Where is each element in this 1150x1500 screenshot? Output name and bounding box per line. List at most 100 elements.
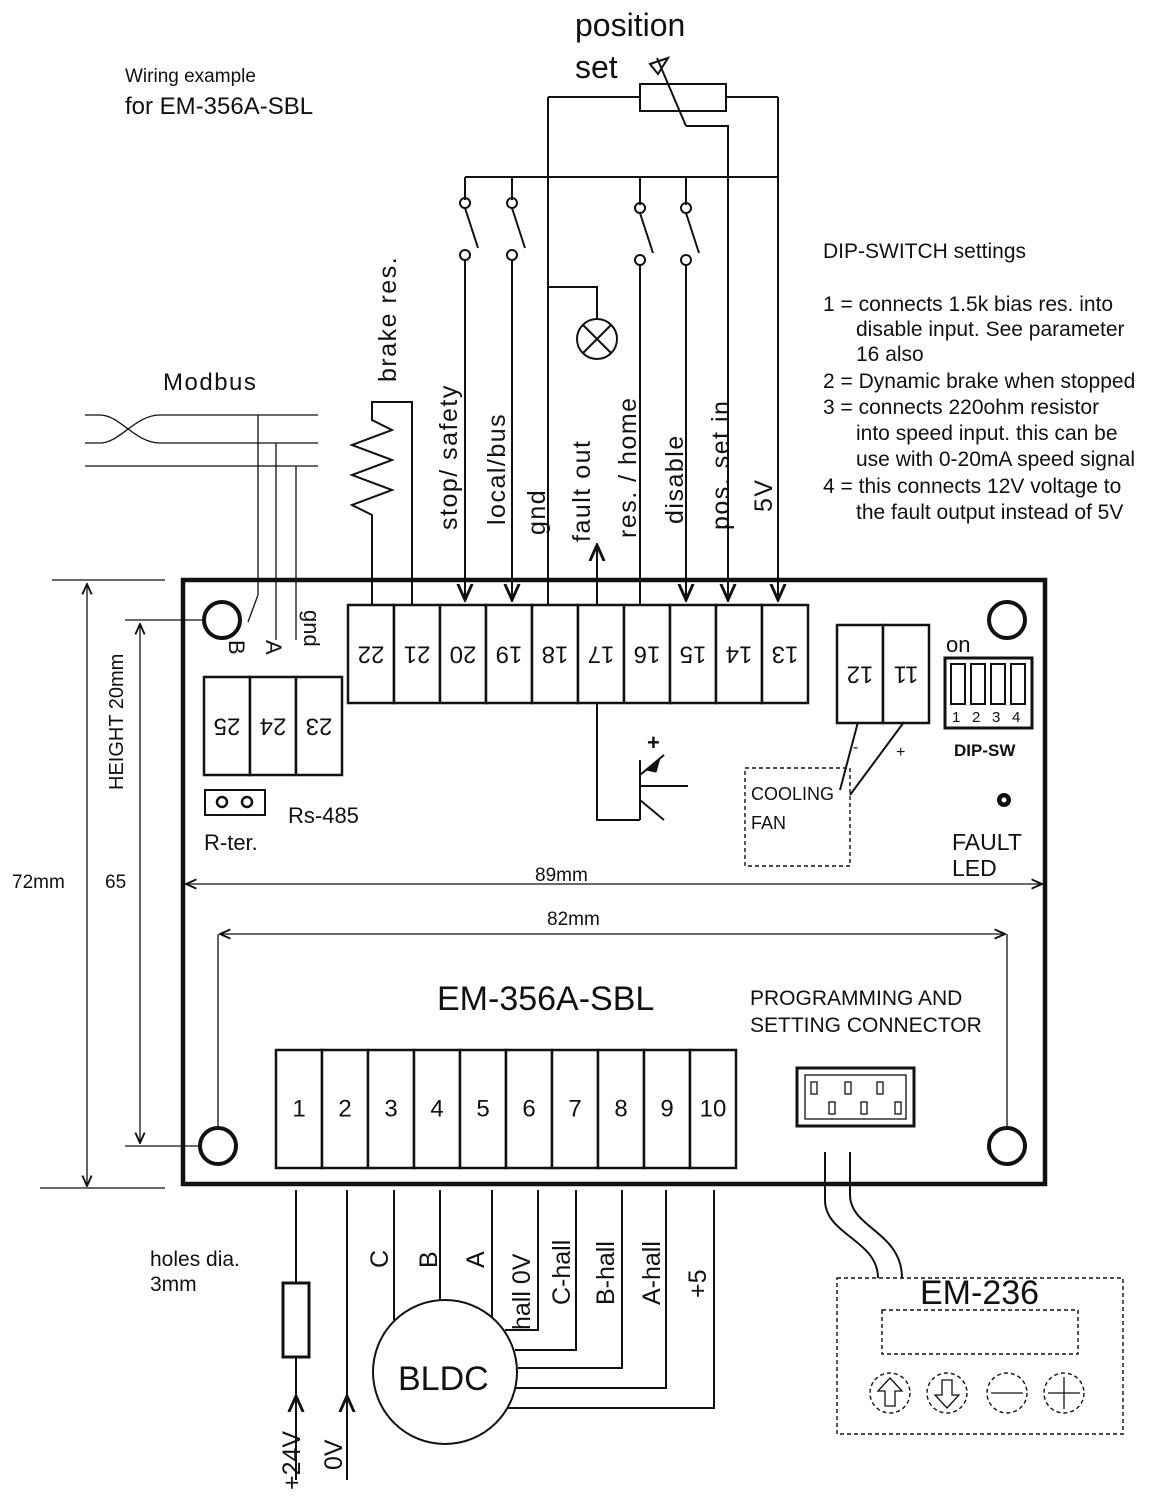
terminal-label-1: 1 xyxy=(292,1096,305,1123)
dimension-lines: 89mm 82mm 72mm 65 HEIGHT 20mm xyxy=(12,579,1042,1189)
terminal-label-18: 18 xyxy=(542,641,569,668)
panel-up-button-icon xyxy=(869,1372,911,1414)
fan-label-2: FAN xyxy=(751,813,786,833)
terminal-5: 5 xyxy=(458,1048,508,1170)
transistor-plus: + xyxy=(647,730,660,755)
terminal-label-4: 4 xyxy=(430,1096,443,1123)
fan-plus: + xyxy=(896,744,905,761)
terminal-3: 3 xyxy=(366,1048,416,1170)
terminal-25: 25 xyxy=(202,675,252,777)
potentiometer-symbol xyxy=(547,56,778,605)
panel-label: EM-236 xyxy=(920,1274,1039,1312)
terminal-20: 20 xyxy=(438,603,488,705)
bus-label-a: A xyxy=(261,640,286,655)
terminal-19: 19 xyxy=(484,603,534,705)
terminal-label-22: 22 xyxy=(358,641,385,668)
modbus-cable: Modbus xyxy=(85,369,318,640)
terminal-9: 9 xyxy=(642,1048,692,1170)
dip-setting-line-6: into speed input. this can be xyxy=(856,422,1118,445)
bottom-wire-label-c-hall: C-hall xyxy=(548,1240,576,1305)
model-label: EM-356A-SBL xyxy=(437,980,654,1018)
terminal-label-8: 8 xyxy=(614,1096,627,1123)
em-236-panel: EM-236 xyxy=(836,1274,1124,1435)
terminal-16: 16 xyxy=(622,603,672,705)
dip-lever-3 xyxy=(990,663,1006,705)
power-supply-wires xyxy=(281,1190,347,1480)
motor-wires xyxy=(393,1190,715,1409)
title-line-1: Wiring example xyxy=(125,66,256,87)
fan-minus: - xyxy=(853,739,858,756)
dip-lever-4 xyxy=(1010,663,1026,705)
terminal-18: 18 xyxy=(530,603,580,705)
dim-82mm: 82mm xyxy=(547,909,600,930)
terminal-label-19: 19 xyxy=(496,641,523,668)
brake-resistor-symbol xyxy=(349,401,413,605)
terminal-14: 14 xyxy=(714,603,764,705)
wire-label-fault-out: fault out xyxy=(568,440,596,542)
wire-label-5v: 5V xyxy=(750,478,778,512)
dip-setting-line-5: 3 = connects 220ohm resistor xyxy=(823,396,1099,419)
terminal-11: 11 xyxy=(881,623,931,725)
modbus-label: Modbus xyxy=(163,369,257,396)
r-ter-label: R-ter. xyxy=(204,830,258,855)
switch-bus xyxy=(460,176,778,605)
terminal-label-7: 7 xyxy=(568,1096,581,1123)
terminal-7: 7 xyxy=(550,1048,600,1170)
fault-led-label-1: FAULT xyxy=(952,829,1022,855)
fan-label-1: COOLING xyxy=(751,784,834,804)
prog-connector-label-2: SETTING CONNECTOR xyxy=(750,1014,982,1037)
programming-connector xyxy=(795,1066,916,1128)
terminal-8: 8 xyxy=(596,1048,646,1170)
terminal-label-13: 13 xyxy=(772,641,799,668)
terminal-2: 2 xyxy=(320,1048,370,1170)
dip-setting-line-8: 4 = this connects 12V voltage to xyxy=(823,475,1121,498)
terminal-label-20: 20 xyxy=(450,641,477,668)
dim-height-20mm: HEIGHT 20mm xyxy=(106,654,128,790)
dip-lever-2 xyxy=(970,663,986,705)
terminal-label-16: 16 xyxy=(634,641,661,668)
wire-label-local-bus: local/bus xyxy=(483,413,511,525)
bottom-wire-label-c: C xyxy=(366,1250,394,1268)
terminal-label-5: 5 xyxy=(476,1096,489,1123)
board-outline xyxy=(180,577,1048,1187)
dip-setting-line-1: 1 = connects 1.5k bias res. into xyxy=(823,293,1113,316)
bottom-wire-label-a-hall: A-hall xyxy=(638,1241,666,1305)
potentiometer-label-2: set xyxy=(575,49,618,85)
bottom-wire-label-b-hall: B-hall xyxy=(592,1241,620,1305)
fault-led: FAULT LED xyxy=(952,793,1022,881)
dip-setting-line-4: 2 = Dynamic brake when stopped xyxy=(823,370,1135,393)
bottom-wire-label-5v: +5 xyxy=(684,1269,712,1298)
title-line-2: for EM-356A-SBL xyxy=(125,93,313,120)
fault-lamp-icon xyxy=(548,286,618,605)
dim-89mm: 89mm xyxy=(535,865,588,886)
terminal-label-17: 17 xyxy=(588,641,615,668)
bus-label-gnd: gnd xyxy=(299,610,324,647)
dip-num-1: 1 xyxy=(952,709,960,726)
dip-num-3: 3 xyxy=(992,709,1000,726)
terminal-13: 13 xyxy=(760,603,810,705)
terminal-label-2: 2 xyxy=(338,1096,351,1123)
holes-label-1: holes dia. xyxy=(150,1248,240,1271)
terminal-label-10: 10 xyxy=(700,1096,727,1123)
prog-connector-label-1: PROGRAMMING AND xyxy=(750,987,962,1010)
terminal-label-15: 15 xyxy=(680,641,707,668)
terminal-4: 4 xyxy=(412,1048,462,1170)
wire-label-res-home: res. / home xyxy=(614,396,642,538)
fault-transistor-icon: + xyxy=(596,703,688,821)
wire-label-brake-res: brake res. xyxy=(374,256,402,382)
rs485-label: Rs-485 xyxy=(288,803,359,828)
terminal-17: 17 xyxy=(576,603,626,705)
panel-minus-button-icon xyxy=(986,1372,1028,1414)
terminal-23: 23 xyxy=(294,675,344,777)
terminal-label-23: 23 xyxy=(306,713,333,740)
bldc-label: BLDC xyxy=(398,1360,489,1398)
dip-setting-line-2: disable input. See parameter xyxy=(856,318,1125,341)
terminal-24: 24 xyxy=(248,675,298,777)
wire-label-disable: disable xyxy=(661,434,689,524)
holes-label-2: 3mm xyxy=(150,1273,197,1296)
programming-cable xyxy=(824,1152,903,1279)
